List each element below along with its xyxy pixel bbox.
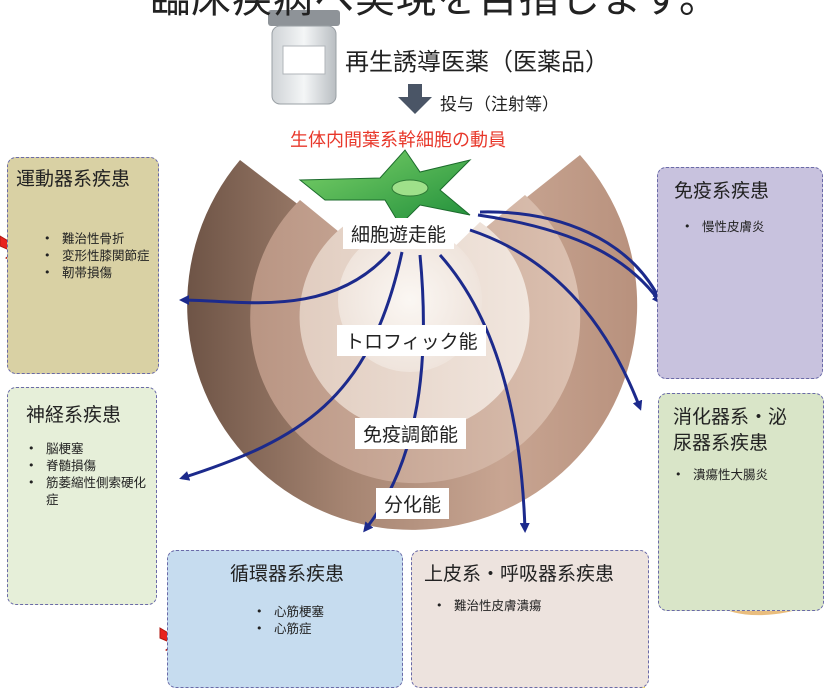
nervous-disease-box: 神経系疾患 脳梗塞 脊髄損傷 筋萎縮性側索硬化症 <box>7 387 157 605</box>
administration-label: 投与（注射等） <box>440 95 559 115</box>
list-item: 靭帯損傷 <box>42 264 154 281</box>
disease-list: 難治性骨折 変形性膝関節症 靭帯損傷 <box>42 230 154 281</box>
disease-list: 脳梗塞 脊髄損傷 筋萎縮性側索硬化症 <box>26 440 152 508</box>
epithelial-respiratory-disease-box: 上皮系・呼吸器系疾患 難治性皮膚潰瘍 <box>411 550 649 688</box>
vial-icon <box>268 10 340 105</box>
list-item: 変形性膝関節症 <box>42 247 154 264</box>
list-item: 筋萎縮性側索硬化症 <box>26 474 152 508</box>
disease-list: 難治性皮膚潰瘍 <box>434 597 634 614</box>
musculoskeletal-disease-box: 運動器系疾患 難治性骨折 変形性膝関節症 靭帯損傷 <box>7 157 159 374</box>
list-item: 脳梗塞 <box>26 440 152 457</box>
drug-label: 再生誘導医薬（医薬品） <box>345 48 609 76</box>
box-title: 上皮系・呼吸器系疾患 <box>424 563 615 585</box>
box-title-line2: 尿器系疾患 <box>673 432 769 454</box>
down-arrow-icon <box>398 84 432 114</box>
list-item: 慢性皮膚炎 <box>682 218 812 235</box>
box-title-line1: 消化器系・泌 <box>673 406 788 428</box>
digestive-urinary-disease-box: 消化器系・泌 尿器系疾患 潰瘍性大腸炎 <box>658 393 824 611</box>
disease-list: 潰瘍性大腸炎 <box>673 466 819 483</box>
box-title: 神経系疾患 <box>26 404 122 426</box>
list-item: 難治性皮膚潰瘍 <box>434 597 634 614</box>
page-title: 臨床疾病へ実現を目指します。 <box>150 0 720 24</box>
list-item: 心筋症 <box>254 620 384 637</box>
disease-list: 慢性皮膚炎 <box>682 218 812 235</box>
immune-disease-box: 免疫系疾患 慢性皮膚炎 <box>657 167 823 379</box>
circulatory-disease-box: 循環器系疾患 心筋梗塞 心筋症 <box>167 550 403 688</box>
differentiation-ability-label: 分化能 <box>376 488 450 519</box>
box-title: 循環器系疾患 <box>230 563 345 585</box>
trophic-ability-label: トロフィック能 <box>337 325 486 356</box>
list-item: 難治性骨折 <box>42 230 154 247</box>
list-item: 脊髄損傷 <box>26 457 152 474</box>
stem-cell-icon <box>298 149 472 226</box>
ring-diagram <box>187 155 638 530</box>
list-item: 心筋梗塞 <box>254 603 384 620</box>
mobilization-label: 生体内間葉系幹細胞の動員 <box>290 130 506 151</box>
migration-ability-label: 細胞遊走能 <box>343 218 455 249</box>
immunomodulation-ability-label: 免疫調節能 <box>355 418 467 449</box>
box-title: 運動器系疾患 <box>16 168 131 190</box>
box-title: 免疫系疾患 <box>674 180 770 202</box>
list-item: 潰瘍性大腸炎 <box>673 466 819 483</box>
disease-list: 心筋梗塞 心筋症 <box>254 603 384 637</box>
